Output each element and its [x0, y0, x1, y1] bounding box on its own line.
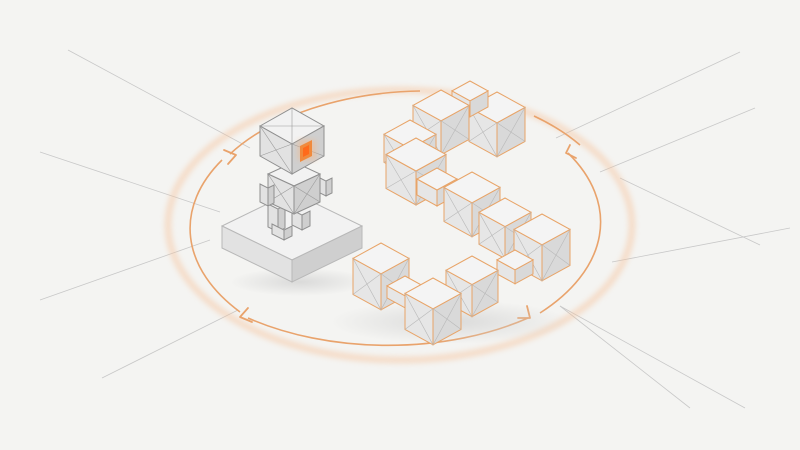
block-face-diagonal	[541, 229, 571, 281]
block-face-diagonal	[385, 170, 417, 189]
block-face-diagonal	[404, 308, 434, 330]
perspective-guide-lines	[39, 49, 791, 409]
arrow-right-icon	[565, 144, 577, 159]
block-face-diagonal	[432, 293, 462, 345]
block-face-diagonal	[440, 105, 470, 155]
block-face-top	[450, 80, 490, 102]
block-cube	[495, 249, 535, 285]
block-cube	[403, 277, 463, 346]
block-face-diagonal	[468, 122, 498, 142]
arrow-up-left-icon	[223, 149, 237, 165]
robot-eye-icon	[298, 140, 316, 162]
block-face-top	[415, 167, 459, 191]
block-chain	[351, 80, 572, 346]
block-face-diagonal	[496, 107, 526, 157]
robot-arm-left	[259, 183, 275, 207]
block-cube	[444, 255, 500, 318]
robot-leg-right	[291, 209, 311, 231]
robot-shadow	[230, 268, 370, 296]
robot-figure	[258, 107, 333, 241]
robot-leg-left	[267, 203, 293, 241]
robot-arm-right	[319, 177, 333, 197]
block-face-diagonal	[443, 202, 473, 222]
block-face-diagonal	[478, 226, 506, 245]
arrow-left-icon	[239, 307, 253, 323]
block-face-diagonal	[352, 273, 382, 295]
block-face-diagonal	[471, 270, 499, 317]
block-cube	[512, 213, 572, 282]
block-face-top	[495, 249, 535, 271]
